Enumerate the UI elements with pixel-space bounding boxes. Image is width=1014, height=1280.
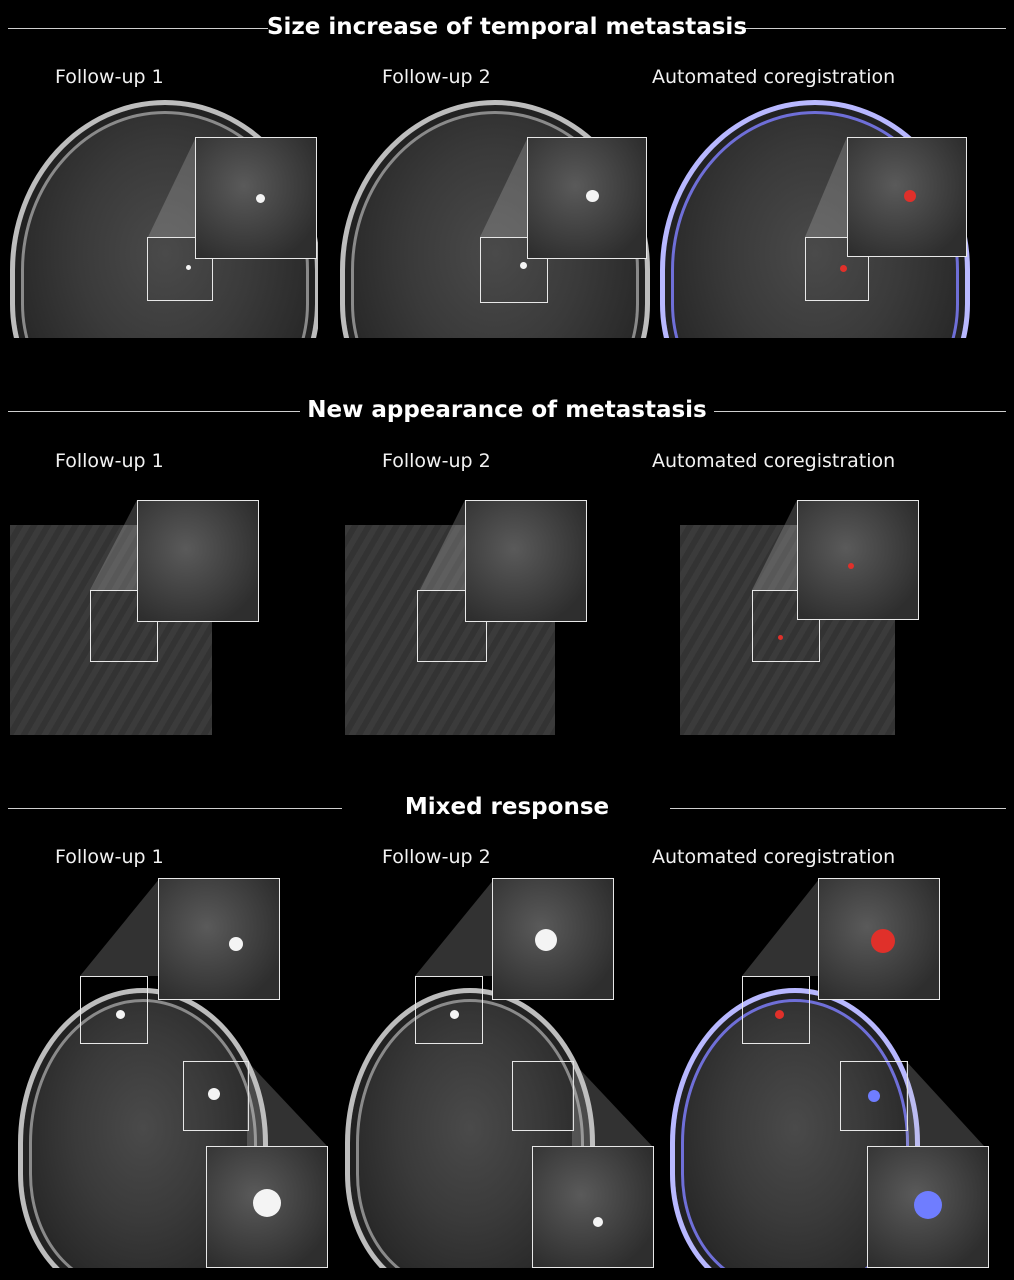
mri-followup-1 <box>8 878 330 1268</box>
mri-followup-2 <box>340 878 660 1268</box>
zoom-inset <box>492 878 614 1000</box>
mri-followup-2 <box>345 500 590 736</box>
zoom-inset <box>867 1146 989 1268</box>
divider-line <box>8 411 300 412</box>
zoom-inset <box>465 500 587 622</box>
divider-line <box>740 28 1006 29</box>
zoom-inset <box>195 137 317 259</box>
zoom-inset <box>158 878 280 1000</box>
panel-label: Automated coregistration <box>652 846 896 868</box>
mri-coregistration <box>655 100 970 338</box>
zoom-inset <box>527 137 647 259</box>
panel-label: Automated coregistration <box>652 450 896 472</box>
mri-followup-2 <box>340 100 650 338</box>
mri-followup-1 <box>10 500 260 736</box>
divider-line <box>714 411 1006 412</box>
panel-label: Automated coregistration <box>652 66 896 88</box>
divider-line <box>8 808 342 809</box>
panel-label: Follow-up 2 <box>382 66 491 88</box>
mri-followup-1 <box>8 100 318 338</box>
section-title: Size increase of temporal metastasis <box>266 14 748 40</box>
mri-coregistration <box>680 500 920 736</box>
zoom-inset <box>797 500 919 620</box>
mri-coregistration <box>660 878 990 1268</box>
panel-label: Follow-up 1 <box>55 66 164 88</box>
divider-line <box>670 808 1006 809</box>
zoom-inset <box>847 137 967 257</box>
zoom-inset <box>532 1146 654 1268</box>
panel-label: Follow-up 1 <box>55 450 164 472</box>
zoom-inset <box>818 878 940 1000</box>
panel-label: Follow-up 1 <box>55 846 164 868</box>
section-title: Mixed response <box>404 794 610 820</box>
panel-label: Follow-up 2 <box>382 846 491 868</box>
panel-label: Follow-up 2 <box>382 450 491 472</box>
divider-line <box>8 28 268 29</box>
section-title: New appearance of metastasis <box>307 397 707 423</box>
zoom-inset <box>206 1146 328 1268</box>
zoom-inset <box>137 500 259 622</box>
